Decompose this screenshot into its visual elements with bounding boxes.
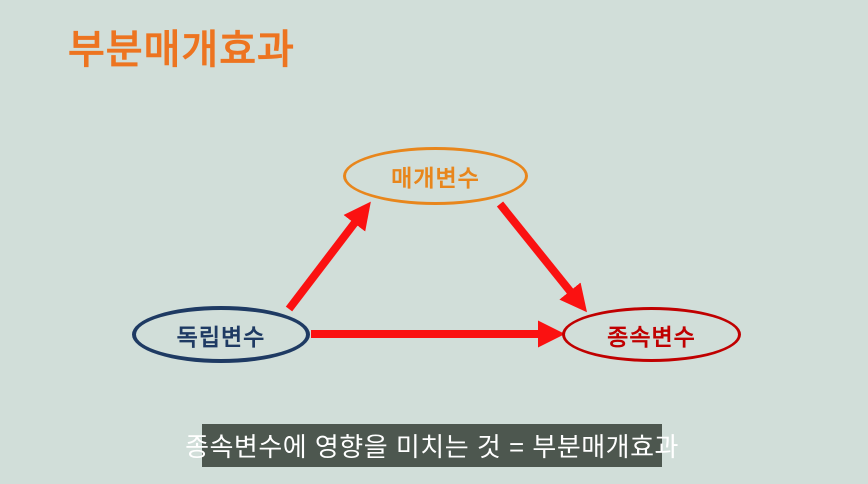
node-dependent-label: 종속변수 xyxy=(607,323,696,350)
node-mediator-variable: 매개변수 xyxy=(343,147,528,205)
node-mediator-label: 매개변수 xyxy=(391,165,480,191)
caption-text: 종속변수에 영향을 미치는 것 = 부분매개효과 xyxy=(185,432,679,462)
caption-bar: 종속변수에 영향을 미치는 것 = 부분매개효과 xyxy=(185,424,678,467)
node-dependent-variable: 종속변수 xyxy=(562,307,741,362)
node-independent-variable: 독립변수 xyxy=(132,306,310,363)
node-independent-label: 독립변수 xyxy=(176,323,266,350)
page-title: 부분매개효과 xyxy=(68,28,295,72)
arrow-mediator-to-dependent xyxy=(496,201,588,313)
arrow-independent-to-mediator xyxy=(285,201,371,312)
